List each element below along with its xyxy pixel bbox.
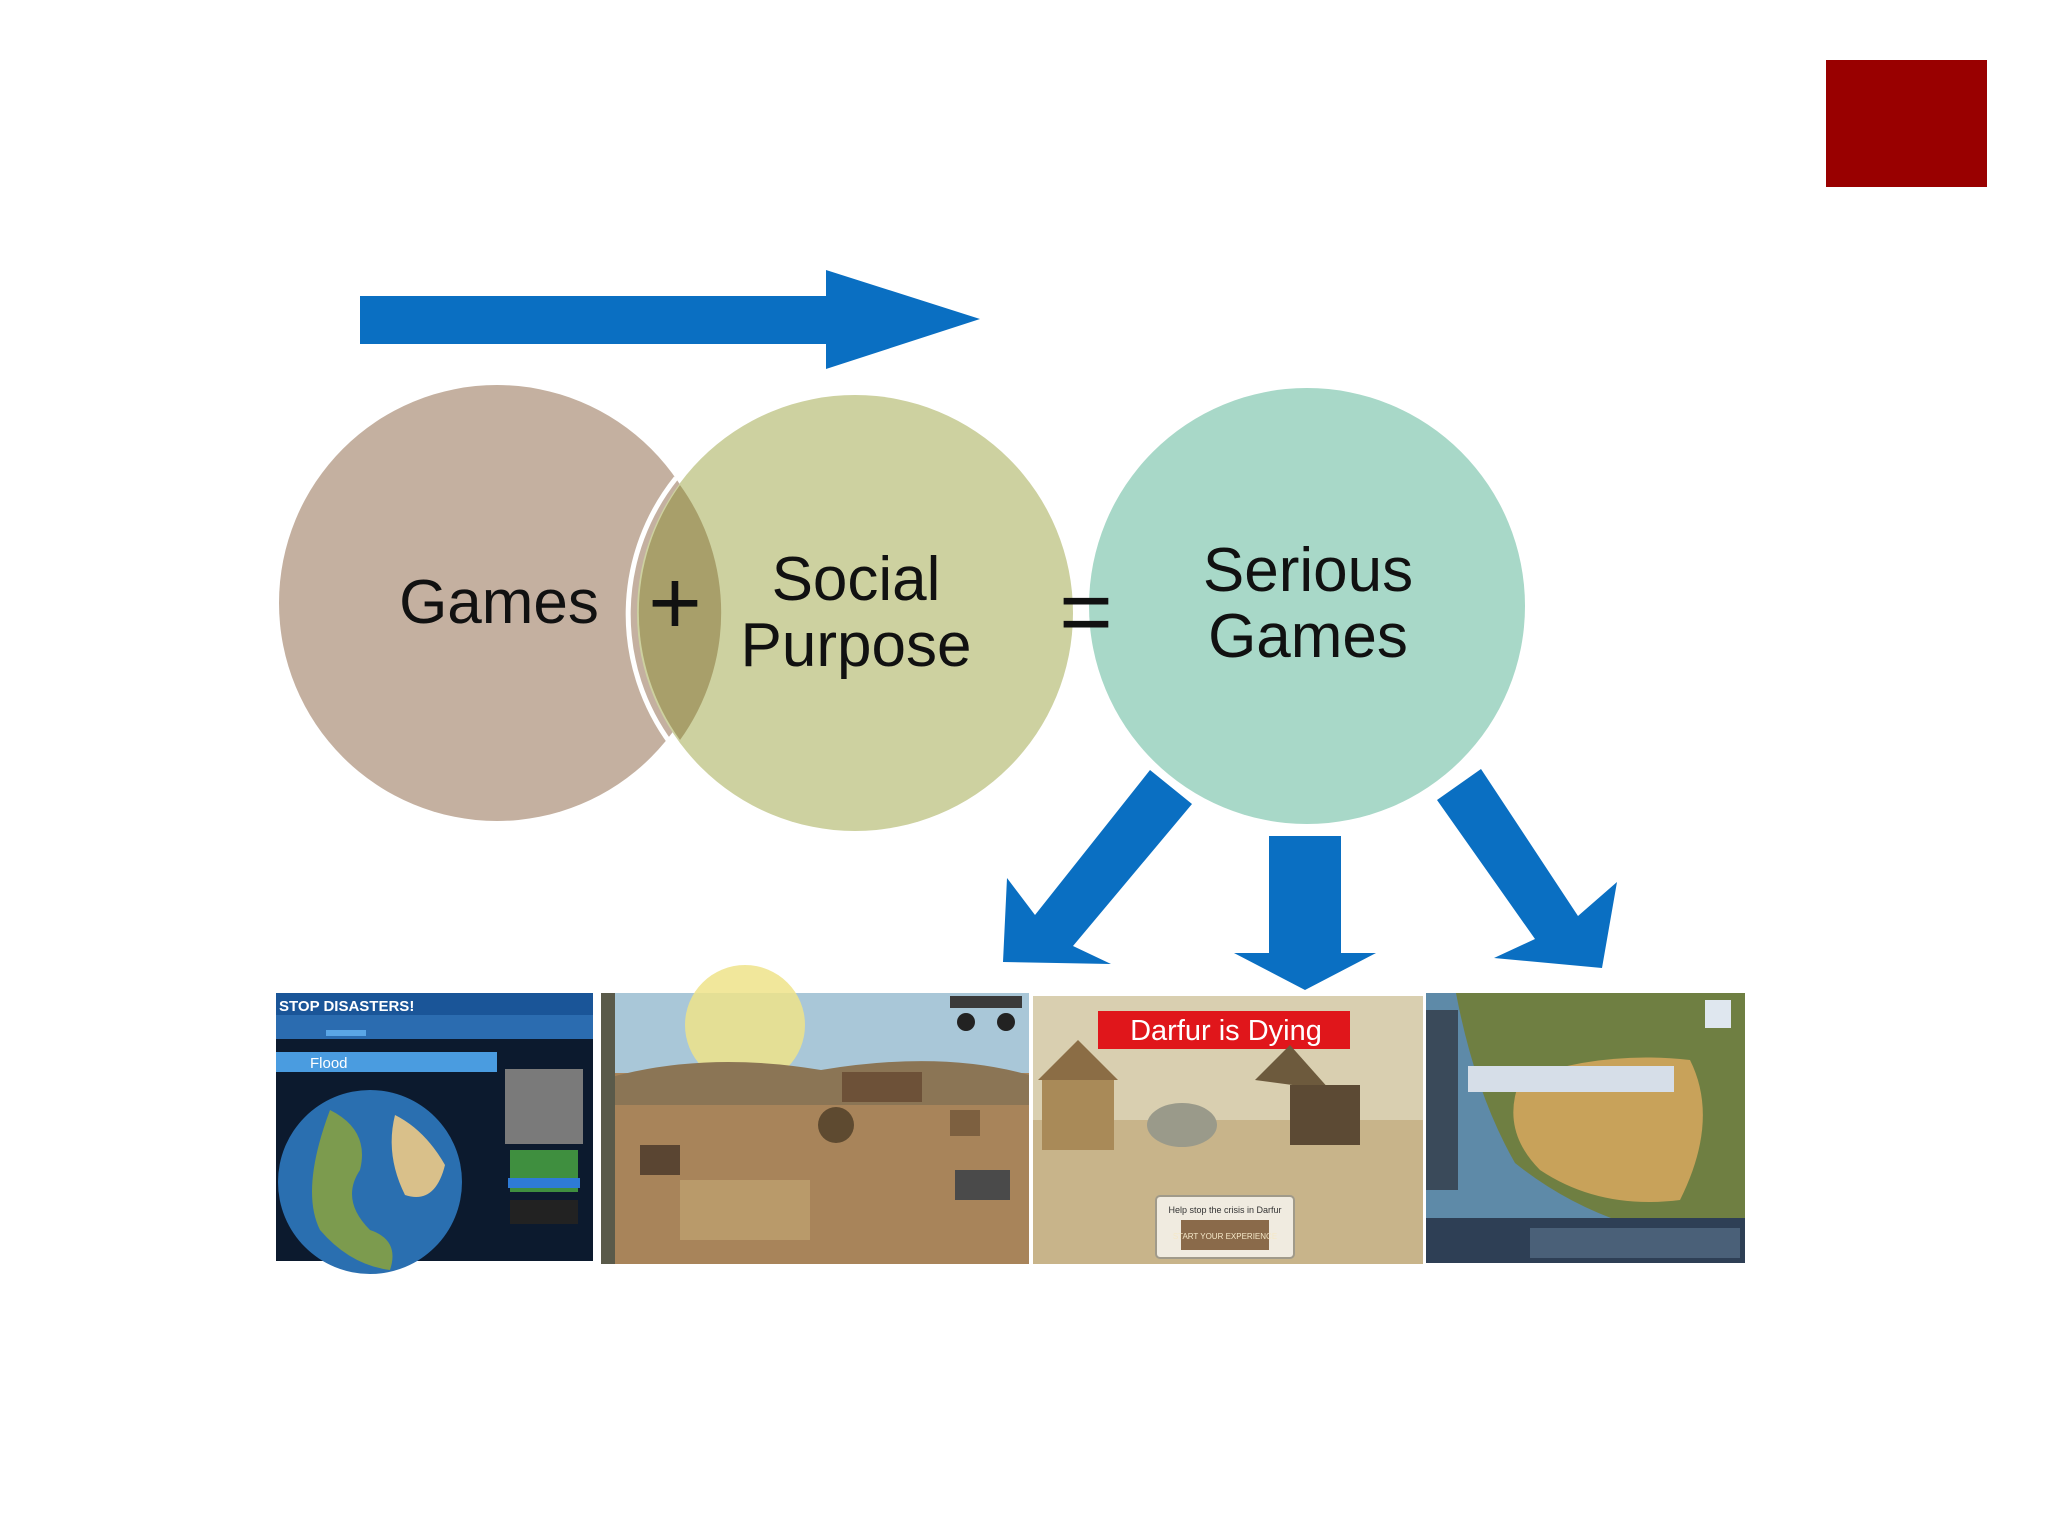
arrow-down-left-icon [1003,770,1192,964]
darfur-banner: Darfur is Dying [1130,1015,1322,1047]
circle-serious-games [1089,388,1525,824]
games-label: Games [399,568,599,637]
darfur-caption: Help stop the crisis in Darfur [1168,1205,1281,1215]
circle-overlap [638,485,722,740]
plus-sign: + [648,552,702,654]
social-purpose-label-line2: Purpose [741,611,972,680]
social-purpose-label-line1: Social [772,545,941,614]
stop-disasters-title: STOP DISASTERS! [279,998,414,1015]
flood-panel-label: Flood [310,1055,348,1072]
circle-social-purpose [637,395,1073,831]
screenshot-island-map [1426,993,1745,1263]
screenshot-darfur-is-dying: Darfur is Dying Help stop the crisis in … [1033,996,1423,1264]
process-arrow-icon [360,270,980,369]
serious-games-label-line2: Games [1208,602,1408,671]
darfur-start-button: START YOUR EXPERIENCE [1173,1232,1277,1241]
screenshot-farm-village [601,965,1029,1264]
screenshot-stop-disasters: STOP DISASTERS! Flood [276,993,593,1274]
arrow-down-icon [1234,836,1376,990]
serious-games-label-line1: Serious [1203,536,1413,605]
arrow-down-right-icon [1437,769,1617,968]
circle-games [279,385,715,821]
equals-sign: = [1059,561,1113,663]
accent-square [1826,60,1987,187]
